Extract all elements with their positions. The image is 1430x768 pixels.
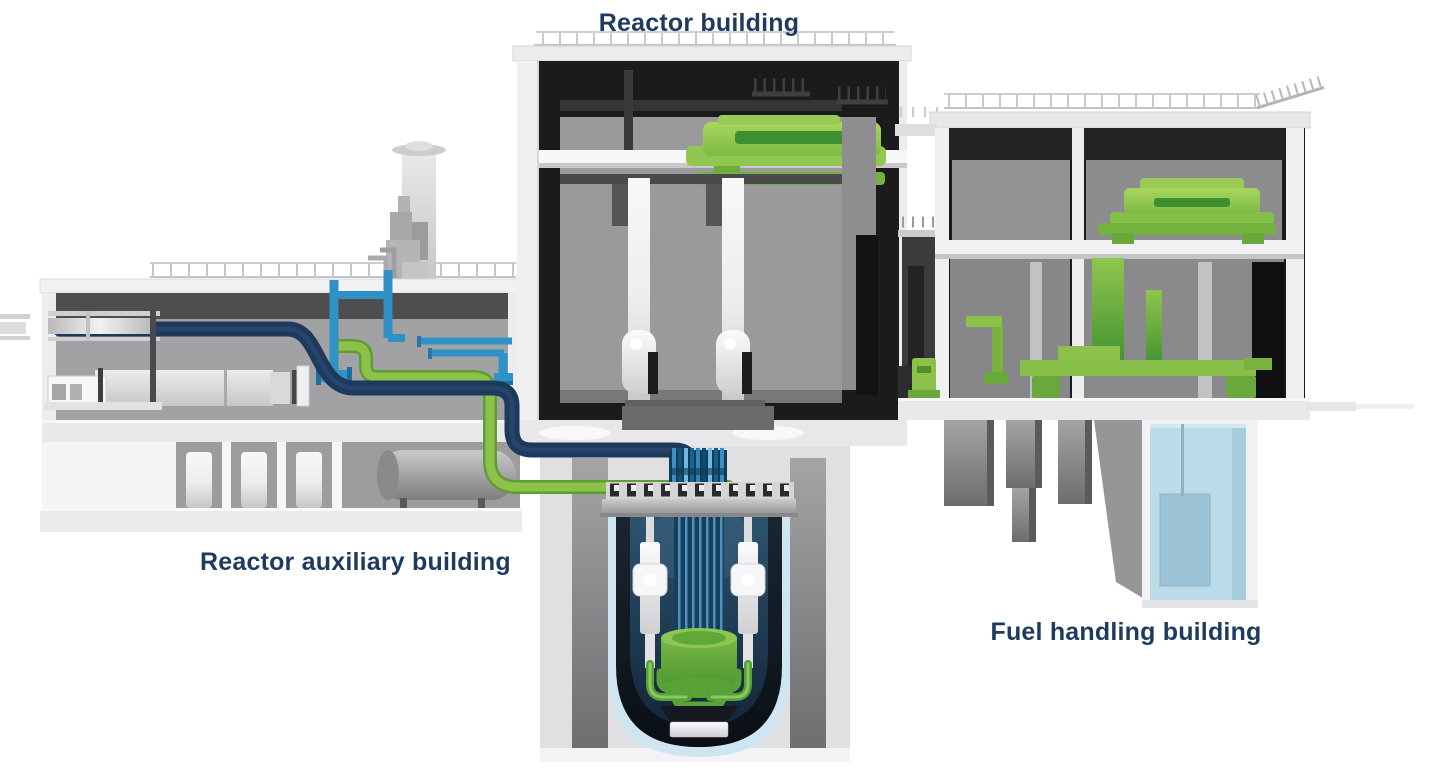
fuel-handling-machine: [908, 258, 1272, 398]
reactor-roof-railing: [534, 31, 896, 46]
fuel-roof-slab: [929, 111, 1311, 129]
reactor-left-wall: [517, 61, 539, 420]
vessel-pedestal: [669, 721, 729, 738]
storage-tank: [296, 452, 322, 508]
storage-tank: [241, 452, 267, 508]
green-pipe: [331, 339, 735, 494]
fuel-rack: [1159, 493, 1211, 587]
control-rod-drive-columns: [560, 174, 842, 424]
aux-lower-level: [40, 442, 522, 532]
reactor-auxiliary-building-label: Reactor auxiliary building: [200, 548, 511, 576]
aux-pump-skids: [95, 365, 310, 407]
vessel-internals: [674, 506, 724, 634]
fuel-handling-building: [895, 75, 1414, 608]
horizontal-tank: [377, 450, 516, 510]
aux-base-slab: [40, 508, 522, 532]
spent-fuel-pool: [1094, 420, 1258, 608]
reactor-pressure-vessel: [600, 482, 798, 757]
primary-piping: [52, 270, 735, 502]
reactor-core: [661, 628, 737, 698]
fuel-floor-slab: [898, 398, 1310, 420]
fuel-roof-railing: [900, 75, 1325, 117]
pipe-rack: [0, 310, 162, 410]
aux-vent-stack: [368, 141, 446, 280]
vessel-flange: [600, 482, 798, 517]
reactor-building: [512, 31, 912, 424]
reactor-building-label: Reactor building: [598, 9, 800, 37]
rack-small-building: [44, 368, 162, 410]
reactor-roof-slab: [512, 45, 912, 62]
aux-roof-railing: [150, 262, 516, 278]
coolant-pumps: [632, 516, 766, 668]
fuel-handling-building-label: Fuel handling building: [990, 618, 1262, 646]
reactor-platform-railings: [752, 78, 888, 105]
refueling-mast: [1146, 290, 1162, 370]
aux-roof-slab: [39, 278, 521, 294]
support-piers: [944, 420, 1092, 542]
light-blue-pipes-b: [417, 336, 513, 385]
fuel-handling-crane: [1098, 178, 1276, 244]
fuel-floor-beam: [935, 240, 1304, 254]
aux-mid-floor: [42, 420, 520, 442]
storage-tank: [186, 452, 212, 508]
